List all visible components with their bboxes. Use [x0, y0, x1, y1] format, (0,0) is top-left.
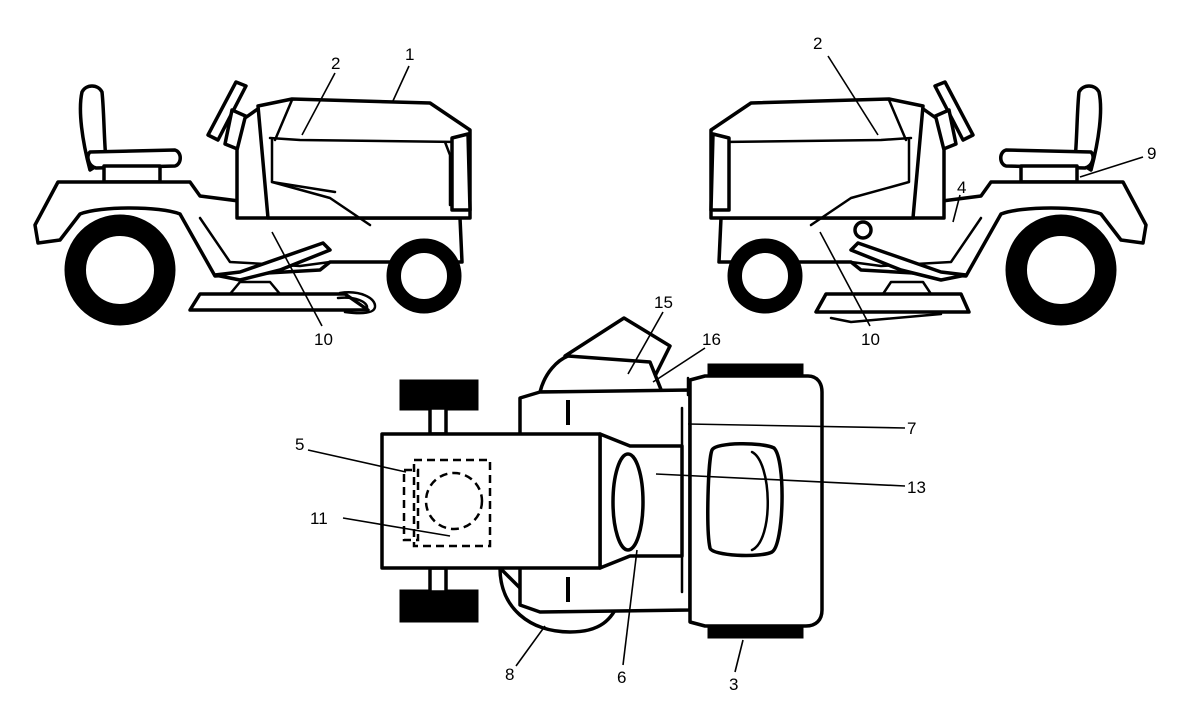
leader-lines — [271, 55, 1144, 673]
steering-wheel — [206, 80, 248, 142]
seat-base — [102, 164, 162, 184]
seat-back — [78, 84, 108, 172]
steering-wheel-top — [611, 452, 645, 552]
callout-top-13: 13 — [907, 478, 926, 497]
callout-labels: 1 2 10 2 9 4 10 15 16 7 13 5 11 8 6 3 — [295, 34, 1156, 694]
foot-pedal — [213, 241, 332, 282]
mower-deck — [188, 292, 370, 312]
callout-top-11: 11 — [310, 509, 328, 528]
callout-right-10: 10 — [861, 330, 880, 349]
hood — [256, 97, 472, 220]
front-tire-bottom — [399, 589, 479, 623]
callout-top-6: 6 — [617, 668, 626, 687]
seat-cushion — [86, 148, 182, 170]
callout-top-5: 5 — [295, 435, 304, 454]
callout-right-4: 4 — [957, 178, 966, 197]
tractor-right-side-view — [709, 80, 1148, 326]
callout-top-16: 16 — [702, 330, 721, 349]
callout-left-10: 10 — [314, 330, 333, 349]
seat-top — [706, 441, 784, 558]
tractor-top-view — [380, 316, 824, 639]
rear-tire-bottom — [707, 625, 804, 639]
rear-tire-top — [707, 363, 804, 377]
callout-left-2: 2 — [331, 54, 340, 73]
callout-top-8: 8 — [505, 665, 514, 684]
tractor-left-side-view — [33, 80, 472, 326]
callout-top-3: 3 — [729, 675, 738, 694]
front-tire-top — [399, 379, 479, 411]
grille — [450, 132, 472, 212]
callout-top-15: 15 — [654, 293, 673, 312]
callout-top-7: 7 — [907, 419, 916, 438]
callout-right-9: 9 — [1147, 144, 1156, 163]
callout-right-2: 2 — [813, 34, 822, 53]
callout-left-1: 1 — [405, 45, 414, 64]
